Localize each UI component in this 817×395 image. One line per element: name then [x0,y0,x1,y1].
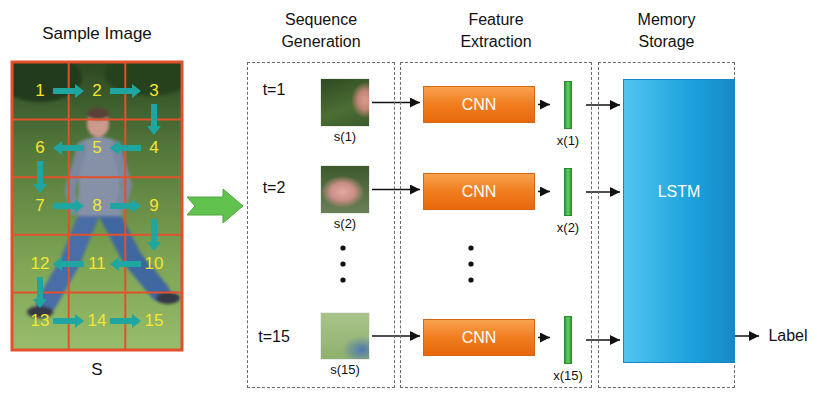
flow-arrow [538,104,550,106]
vector-bar [564,316,572,364]
patch-label: s(15) [321,362,369,378]
flow-arrow [372,335,420,337]
scan-arrow [147,104,161,135]
vector-label: x(15) [547,368,589,384]
walking-person [12,62,182,318]
scan-arrow [33,277,47,308]
scan-arrow [53,257,84,271]
flow-arrow [538,191,550,193]
feature-vector: x(1) [553,81,583,149]
vector-bar [564,168,572,216]
cell-number: 1 [35,82,44,101]
cell-number: 5 [92,139,101,158]
cell-number: 15 [145,312,164,331]
scan-order-arrows [33,84,161,328]
cell-number: 14 [88,312,107,331]
ellipsis-dot [468,277,473,282]
scan-arrow [110,84,141,98]
flow-arrow [372,189,420,191]
ellipsis-dot [340,261,345,266]
cell-number: 12 [31,255,50,274]
cnn-label: CNN [424,182,534,201]
patch-label: s(1) [321,129,369,145]
stage-heading: Memory Storage [611,9,723,53]
cell-number: 6 [35,139,44,158]
lstm-label: LSTM [624,182,734,201]
person-hair [87,108,109,120]
patch-grid [12,62,182,350]
scan-arrow [110,141,141,155]
vector-label: x(1) [547,133,589,149]
patch-label: s(2) [321,216,369,232]
time-step: t=2 [263,179,286,197]
patch-picture [321,166,369,213]
photo-ground [12,62,182,350]
stage-heading: Feature Extraction [440,9,552,53]
cell-number: 2 [92,82,101,101]
cnn-label: CNN [424,95,534,114]
cell-number: 3 [149,82,158,101]
scan-arrow [33,161,47,193]
scan-arrow [110,199,141,213]
flow-arrow [538,337,550,339]
cell-number: 10 [145,255,164,274]
cell-number: 13 [31,312,50,331]
cell-number: 7 [35,197,44,216]
vector-label: x(2) [547,220,589,236]
person-shoe [156,292,180,304]
scan-arrow [53,314,84,328]
cnn-label: CNN [424,328,534,347]
ellipsis-dots [340,245,473,282]
cell-number: 4 [149,139,158,158]
tree-shadow [12,62,82,102]
cnn-box: CNN [423,319,535,356]
scan-arrow [53,199,84,213]
scan-arrow [53,141,84,155]
ellipsis-dot [468,261,473,266]
stage-box: Feature ExtractionCNNCNNCNNx(1)x(2)x(15) [400,62,592,388]
scan-arrow [147,219,161,251]
feature-vector: x(15) [553,316,583,384]
cnn-box: CNN [423,173,535,210]
image-patch: s(2) [321,166,369,233]
patch-picture [321,313,369,359]
ellipsis-dot [340,277,345,282]
scan-arrow [53,84,84,98]
scan-arrow [110,257,141,271]
scan-arrow [110,314,141,328]
person-leg [108,212,160,292]
cell-number: 8 [92,197,101,216]
feature-vector: x(2) [553,168,583,236]
time-step: t=1 [263,81,286,99]
stage-box: Memory StorageLSTM [598,62,735,388]
image-symbol: S [12,360,182,380]
cell-number: 11 [88,255,106,274]
lstm-box: LSTM [623,79,735,363]
time-step: t=15 [258,328,290,346]
sample-photo [12,62,182,350]
ellipsis-dot [340,245,345,250]
grid-frame [12,62,182,350]
patch-picture [321,79,369,126]
image-patch: s(15) [321,313,369,379]
ellipsis-dot [468,245,473,250]
image-patch: s(1) [321,79,369,146]
cnn-box: CNN [423,86,535,123]
image-title: Sample Image [12,24,182,44]
transform-arrow [187,189,243,223]
vector-bar [564,81,572,129]
cell-number: 9 [149,197,158,216]
output-label: Label [768,327,807,345]
flow-arrow [372,102,420,104]
stage-heading: Sequence Generation [265,9,377,53]
